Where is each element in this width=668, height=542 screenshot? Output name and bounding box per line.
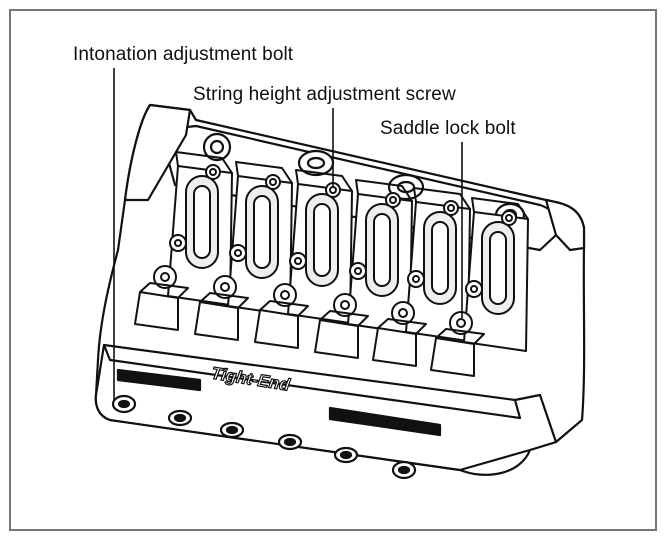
callout-intonation-bolt: Intonation adjustment bolt [73, 44, 294, 65]
saddle-3 [254, 169, 353, 349]
saddle-5 [372, 187, 471, 367]
front-slot-right [328, 406, 442, 437]
callout-saddle-lock-bolt: Saddle lock bolt [380, 118, 516, 139]
front-rail [94, 343, 558, 472]
front-slot-left [116, 368, 202, 392]
saddle-1 [134, 151, 233, 331]
saddle-6 [430, 197, 529, 377]
callout-string-height-screw: String height adjustment screw [193, 84, 456, 105]
saddle-2 [194, 161, 293, 341]
